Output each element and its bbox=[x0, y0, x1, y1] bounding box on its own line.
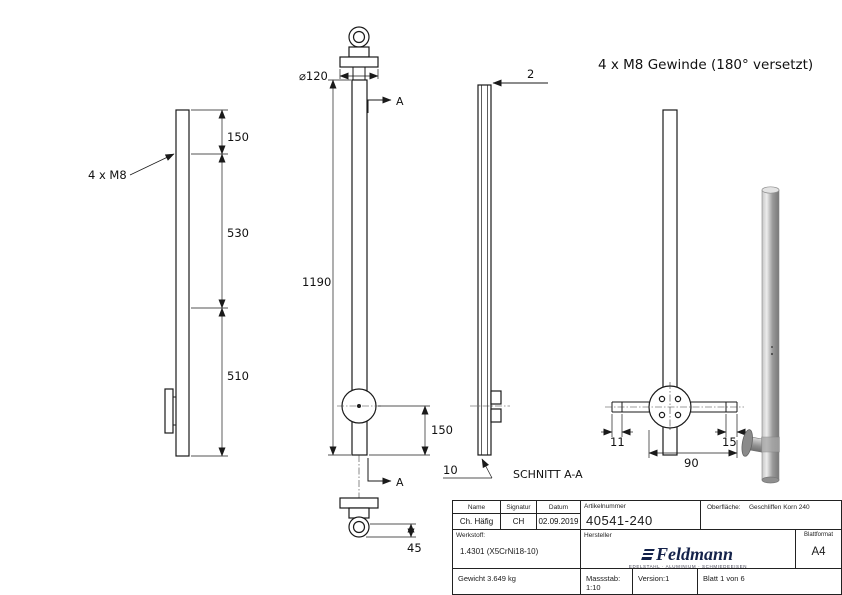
front-view: ⌀120 1190 150 A A 45 bbox=[299, 26, 453, 555]
dim-15: 15 bbox=[722, 435, 737, 449]
tb-gewicht-value: Gewicht 3.649 kg bbox=[458, 574, 516, 583]
feldmann-logo: Feldmann EDELSTAHL · ALUMINIUM · SCHMIED… bbox=[581, 538, 795, 569]
section-view: 2 10 SCHNITT A-A bbox=[443, 67, 583, 481]
tb-header-datum: Datum bbox=[537, 501, 581, 514]
tb-blatt-cell: Blatt 1 von 6 bbox=[698, 569, 841, 594]
tb-gewicht-cell: Gewicht 3.649 kg bbox=[453, 569, 581, 594]
section-letter-bottom: A bbox=[396, 476, 404, 489]
m8-label: 4 x M8 bbox=[88, 168, 127, 182]
section-title: SCHNITT A-A bbox=[513, 468, 583, 481]
render-thread-hole bbox=[771, 346, 773, 348]
flange-view: 11 15 90 bbox=[601, 109, 748, 470]
feldmann-logo-name: Feldmann bbox=[655, 544, 734, 565]
tb-header-oberflaeche: Oberfläche: bbox=[707, 504, 741, 511]
section-letter-top: A bbox=[396, 95, 404, 108]
render-thread-hole bbox=[770, 352, 774, 356]
tb-blattformat-value: A4 bbox=[811, 546, 826, 558]
dim-10: 10 bbox=[443, 463, 458, 477]
tb-signatur-value: CH bbox=[512, 517, 525, 526]
tb-werkstoff-cell: Werkstoff: 1.4301 (X5CrNi18-10) bbox=[453, 530, 581, 569]
section-arrow-top bbox=[367, 96, 392, 113]
render-3d bbox=[741, 186, 780, 484]
bolt-hole bbox=[674, 395, 682, 403]
tb-value-datum: 02.09.2019 bbox=[537, 514, 581, 530]
wall-bracket-side bbox=[164, 388, 176, 434]
tb-value-signatur: CH bbox=[501, 514, 537, 530]
tb-value-name: Ch. Häfig bbox=[453, 514, 501, 530]
post-side bbox=[175, 109, 190, 457]
tb-header-datum-label: Datum bbox=[548, 503, 569, 511]
render-clamp bbox=[761, 436, 780, 453]
bolt-hole bbox=[674, 411, 682, 419]
tb-header-signatur: Signatur bbox=[501, 501, 537, 514]
tb-blatt-value: Blatt 1 von 6 bbox=[703, 574, 745, 583]
dim-90: 90 bbox=[684, 456, 699, 470]
tb-version-cell: Version:1 bbox=[633, 569, 698, 594]
dim-2: 2 bbox=[527, 67, 534, 81]
dim-150-top: 150 bbox=[227, 130, 249, 144]
tb-header-signatur-label: Signatur bbox=[506, 503, 531, 511]
article-number: 40541-240 bbox=[586, 513, 653, 528]
side-view: 4 x M8 150 530 510 bbox=[88, 109, 249, 457]
bottom-plate bbox=[339, 497, 379, 509]
top-plate bbox=[339, 56, 379, 68]
feldmann-logo-tagline: EDELSTAHL · ALUMINIUM · SCHMIEDEEISEN bbox=[628, 564, 748, 569]
tb-name-value: Ch. Häfig bbox=[459, 517, 494, 526]
m8-leader-line bbox=[129, 153, 175, 176]
tb-header-werkstoff: Werkstoff: bbox=[456, 532, 486, 539]
tb-header-name: Name bbox=[453, 501, 501, 514]
tb-datum-value: 02.09.2019 bbox=[538, 517, 579, 526]
section-arrow-bottom bbox=[367, 458, 392, 485]
tb-artikelnummer-cell: Artikelnummer 40541-240 bbox=[581, 501, 701, 530]
tb-massstab-cell: Massstab: 1:10 bbox=[581, 569, 633, 594]
tb-werkstoff-value: 1.4301 (X5CrNi18-10) bbox=[460, 547, 539, 556]
tb-header-blattformat: Blattformat bbox=[803, 532, 833, 538]
top-ring-inner bbox=[352, 30, 366, 44]
post-section bbox=[477, 84, 492, 456]
dim-dia120: ⌀120 bbox=[299, 69, 328, 83]
dim-1190: 1190 bbox=[302, 275, 331, 289]
tb-hersteller-cell: Hersteller Feldmann EDELSTAHL · ALUMINIU… bbox=[581, 530, 796, 569]
bolt-hole bbox=[658, 395, 666, 403]
bolt-hole bbox=[658, 411, 666, 419]
feldmann-logo-icon bbox=[641, 548, 655, 560]
tb-header-name-label: Name bbox=[467, 503, 486, 511]
thread-note: 4 x M8 Gewinde (180° versetzt) bbox=[598, 57, 813, 73]
title-block: Name Signatur Datum Ch. Häfig CH 02.09.2… bbox=[452, 500, 842, 595]
dim-150-joint: 150 bbox=[431, 423, 453, 437]
render-tube-top bbox=[761, 186, 780, 194]
tb-massstab-value: Massstab: 1:10 bbox=[586, 574, 621, 592]
tb-oberflaeche-value: Geschliffen Korn 240 bbox=[749, 504, 810, 511]
render-tube-bottom bbox=[761, 476, 780, 484]
tb-header-artikelnummer: Artikelnummer bbox=[584, 503, 626, 510]
dim-45: 45 bbox=[407, 541, 422, 555]
tb-header-hersteller: Hersteller bbox=[584, 532, 612, 539]
dim-530: 530 bbox=[227, 226, 249, 240]
joint-section bbox=[470, 390, 510, 423]
render-tube bbox=[761, 189, 780, 481]
dim-11: 11 bbox=[610, 435, 625, 449]
tb-blattformat-cell: Blattformat A4 bbox=[796, 530, 841, 569]
tb-oberflaeche-cell: Oberfläche: Geschliffen Korn 240 bbox=[701, 501, 841, 530]
bottom-ring-inner bbox=[352, 520, 366, 534]
top-ring-bracket bbox=[348, 46, 370, 58]
tb-version-value: Version:1 bbox=[638, 574, 670, 583]
post-front bbox=[351, 79, 368, 456]
dim-510: 510 bbox=[227, 369, 249, 383]
